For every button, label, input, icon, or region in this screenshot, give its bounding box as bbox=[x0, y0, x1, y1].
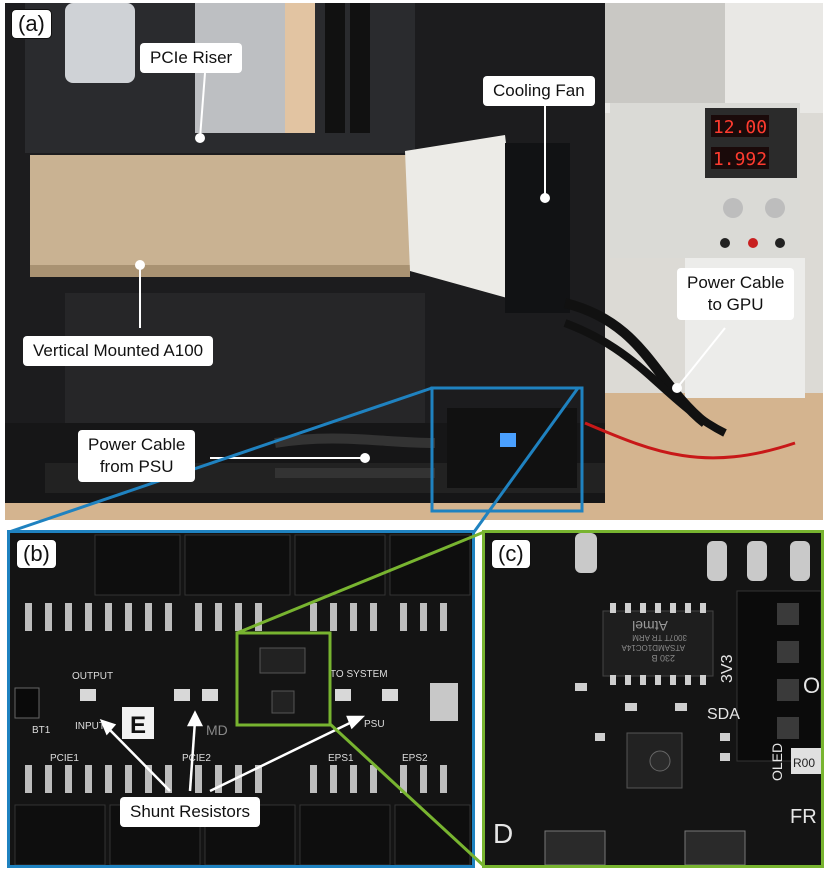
silk-output: OUTPUT bbox=[72, 671, 113, 682]
shunt-resistor bbox=[335, 689, 351, 701]
silk-sda: SDA bbox=[707, 706, 740, 723]
panel-b-label: (b) bbox=[16, 539, 57, 569]
mcu-brand: Atmel bbox=[632, 618, 668, 634]
shunt-resistor bbox=[80, 689, 96, 701]
callout-pcie-riser: PCIe Riser bbox=[140, 43, 243, 73]
shunt-resistor bbox=[174, 689, 190, 701]
logo-md-text: MD bbox=[206, 722, 228, 738]
mcu-chip bbox=[602, 610, 714, 677]
silk-r00: R00 bbox=[793, 756, 815, 770]
mcu-line1: 230 B bbox=[651, 653, 675, 663]
silk-eps1: EPS1 bbox=[328, 753, 354, 764]
silk-fr: FR bbox=[790, 806, 817, 828]
psu-voltage-display: 12.00 bbox=[713, 117, 767, 138]
logo-letter: E bbox=[130, 712, 146, 739]
silk-psu: PSU bbox=[364, 719, 385, 730]
panel-c-scene: Atmel 230 B ATSAMD1OC14A 3007T TR ARM 3V… bbox=[485, 533, 821, 865]
silk-pcie2: PCIE2 bbox=[182, 753, 211, 764]
callout-shunt-resistors: Shunt Resistors bbox=[120, 797, 260, 827]
a100-gpu bbox=[30, 155, 410, 273]
logo-square bbox=[122, 707, 154, 739]
mcu-line2: ATSAMD1OC14A bbox=[621, 643, 685, 652]
shunt-resistor bbox=[382, 689, 398, 701]
mcu-line3: 3007T TR ARM bbox=[632, 633, 687, 642]
silk-input: INPUT bbox=[75, 721, 105, 732]
callout-vertical-a100: Vertical Mounted A100 bbox=[23, 336, 214, 366]
panel-a-label: (a) bbox=[11, 9, 52, 39]
pcie-riser-cable bbox=[405, 135, 525, 303]
shunt-resistor bbox=[202, 689, 218, 701]
cooling-fan bbox=[505, 143, 570, 313]
silk-oled: OLED bbox=[769, 743, 785, 781]
silk-to-system: TO SYSTEM bbox=[330, 669, 388, 680]
callout-power-cable-psu: Power Cable from PSU bbox=[78, 430, 196, 482]
silk-eps2: EPS2 bbox=[402, 753, 428, 764]
sensor-board-small bbox=[447, 408, 577, 488]
panel-c-label: (c) bbox=[491, 539, 531, 569]
silk-3v3: 3V3 bbox=[719, 654, 736, 683]
psu-current-display: 1.992 bbox=[713, 149, 767, 170]
silk-o: O bbox=[803, 673, 820, 698]
panel-c-closeup-photo: Atmel 230 B ATSAMD1OC14A 3007T TR ARM 3V… bbox=[482, 530, 824, 868]
silk-pcie1: PCIE1 bbox=[50, 753, 79, 764]
panel-a-photo: 12.00 1.992 (a) PCIe Riser Cooling Fan V… bbox=[5, 3, 823, 520]
callout-power-cable-gpu: Power Cable to GPU bbox=[677, 268, 795, 320]
callout-cooling-fan: Cooling Fan bbox=[483, 76, 595, 106]
panel-b-board-photo: E MD OUTPUT INPUT TO SYSTEM PSU PCIE1 PC… bbox=[7, 530, 475, 868]
silk-bt1: BT1 bbox=[32, 725, 51, 736]
silk-d: D bbox=[493, 818, 513, 849]
